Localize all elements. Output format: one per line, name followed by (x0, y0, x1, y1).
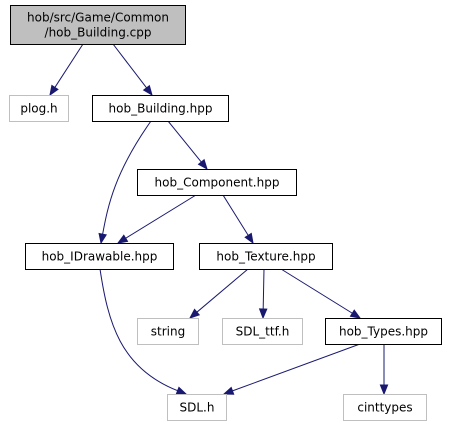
node-box (137, 169, 297, 196)
node-label: SDL.h (180, 401, 215, 415)
edge-component_hpp-to-idrawable_hpp (116, 194, 197, 244)
node-box (325, 318, 442, 345)
edge-arrowhead (188, 308, 201, 319)
nodes-layer: hob/src/Game/Common/hob_Building.cppplog… (9, 5, 442, 421)
edge-types_hpp-to-sdl (222, 343, 361, 395)
edge-building_hpp-to-component_hpp (167, 120, 208, 171)
edge-line (112, 43, 147, 89)
node-box (25, 243, 174, 270)
node-box (9, 95, 69, 122)
edge-arrowhead (98, 232, 107, 245)
node-box (167, 394, 227, 421)
edge-arrowhead (258, 308, 268, 320)
edge-texture_hpp-to-types_hpp (280, 268, 362, 319)
node-label: plog.h (20, 102, 57, 116)
node-label: cinttypes (357, 401, 412, 415)
edge-arrowhead (244, 232, 254, 245)
edge-root-to-plog (49, 43, 84, 97)
edge-root-to-building_hpp (112, 43, 153, 97)
edge-building_hpp-to-idrawable_hpp (98, 120, 152, 245)
edge-line (167, 120, 202, 163)
edge-line (196, 268, 249, 313)
node-box (343, 394, 427, 421)
edge-arrowhead (49, 84, 59, 97)
node-label: hob/src/Game/Common (27, 11, 169, 25)
node-box (92, 95, 229, 122)
node-label: /hob_Building.cpp (45, 26, 152, 40)
node-label: hob_Types.hpp (339, 325, 428, 339)
edge-arrowhead (379, 384, 389, 396)
edge-arrowhead (349, 309, 362, 319)
edge-arrowhead (175, 386, 188, 395)
edge-arrowhead (222, 386, 235, 395)
node-label: SDL_ttf.h (236, 325, 290, 339)
edge-arrowhead (142, 84, 153, 97)
node-label: hob_IDrawable.hpp (42, 250, 158, 264)
edge-texture_hpp-to-string (188, 268, 249, 319)
edge-line (222, 194, 249, 236)
node-string: string (137, 318, 199, 345)
edge-line (232, 343, 361, 392)
edge-line (102, 120, 152, 235)
node-sdl-ttf: SDL_ttf.h (222, 318, 303, 345)
edge-line (99, 268, 178, 392)
edge-line (280, 268, 353, 314)
node-building-hpp[interactable]: hob_Building.hpp (92, 95, 229, 122)
node-cinttypes: cinttypes (343, 394, 427, 421)
node-label: hob_Component.hpp (155, 176, 280, 190)
edge-line (262, 268, 265, 310)
node-idrawable-hpp[interactable]: hob_IDrawable.hpp (25, 243, 174, 270)
node-box (10, 5, 186, 45)
edge-texture_hpp-to-sdl_ttf (258, 268, 268, 320)
node-box (137, 318, 199, 345)
edge-arrowhead (197, 158, 208, 171)
edge-arrowhead (116, 234, 129, 244)
edge-line (54, 43, 84, 88)
node-label: hob_Building.hpp (109, 102, 213, 116)
node-sdl: SDL.h (167, 394, 227, 421)
edges-layer (49, 43, 389, 396)
node-types-hpp[interactable]: hob_Types.hpp (325, 318, 442, 345)
node-texture-hpp[interactable]: hob_Texture.hpp (199, 243, 333, 270)
node-label: string (151, 325, 185, 339)
node-root[interactable]: hob/src/Game/Common/hob_Building.cpp (10, 5, 186, 45)
node-plog: plog.h (9, 95, 69, 122)
node-box (199, 243, 333, 270)
edge-types_hpp-to-cinttypes (379, 344, 389, 396)
node-component-hpp[interactable]: hob_Component.hpp (137, 169, 297, 196)
node-label: hob_Texture.hpp (216, 250, 315, 264)
edge-component_hpp-to-texture_hpp (222, 194, 254, 245)
edge-line (125, 194, 197, 239)
node-box (222, 318, 303, 345)
